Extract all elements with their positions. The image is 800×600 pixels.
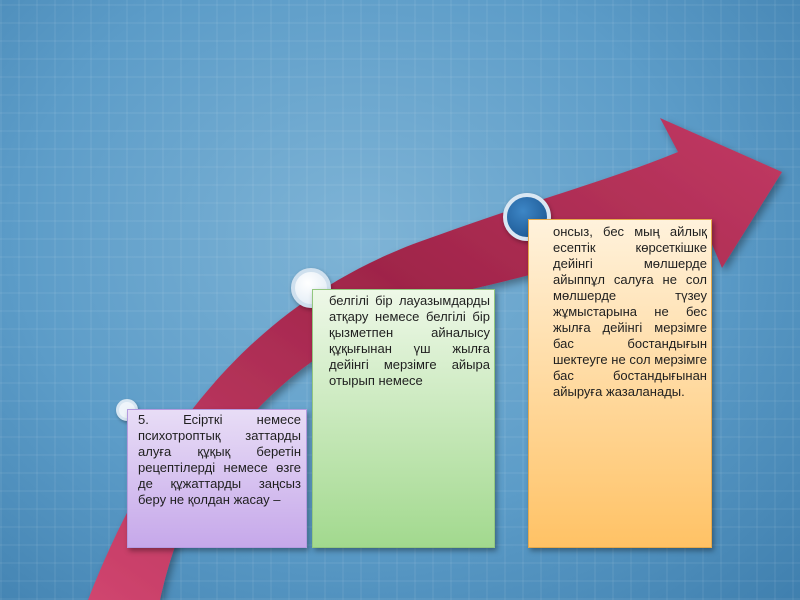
step-box-2: белгілі бір лауазымдарды атқару немесе б… [312,289,495,548]
step-box-3: онсыз, бес мың айлық есептік көрсеткішке… [528,219,712,548]
step-box-1: 5. Есірткі немесе психотроптық заттарды … [127,409,307,548]
